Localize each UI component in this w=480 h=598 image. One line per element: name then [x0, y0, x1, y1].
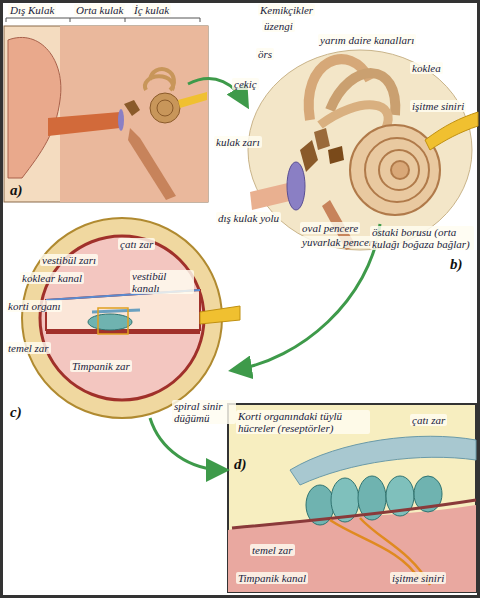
panel-letter: d) [232, 456, 249, 472]
part-label: İç kulak [132, 4, 171, 16]
part-label: yarım daire kanalları [318, 34, 416, 46]
part-label: işitme siniri [410, 100, 466, 112]
part-label: üzengi [262, 20, 295, 32]
part-label: Dış Kulak [8, 4, 56, 16]
part-label: Timpanik zar [70, 360, 132, 372]
part-label: Korti organındaki tüylü hücreler (resept… [236, 410, 370, 434]
part-label: yuvarlak pencere [300, 236, 380, 248]
part-label: örs [256, 48, 274, 60]
part-label: çatı zar [410, 414, 447, 426]
part-label: koklear kanal [20, 272, 84, 284]
part-label: çekiç [232, 78, 259, 90]
part-label: korti organı [6, 300, 62, 312]
part-label: Timpanik kanal [236, 572, 308, 584]
part-label: temel zar [250, 544, 295, 556]
part-label: işitme siniri [390, 572, 446, 584]
part-label: Kemikçikler [258, 4, 315, 16]
part-label: östaki borusu (orta kulağı boğaza bağlar… [370, 226, 474, 250]
part-label: vestibül zarı [40, 254, 98, 266]
part-label: oval pencere [300, 222, 360, 234]
part-label: spiral sinir düğümü [172, 400, 236, 424]
part-label: Orta kulak [74, 4, 125, 16]
part-label: koklea [410, 62, 443, 74]
panel-letter: c) [8, 404, 24, 420]
part-label: kulak zarı [214, 136, 262, 148]
panel-letter: b) [448, 256, 465, 272]
part-label: dış kulak yolu [216, 212, 281, 224]
part-label: vestibül kanalı [130, 270, 194, 294]
part-label: temel zar [6, 342, 51, 354]
panel-letter: a) [8, 182, 25, 198]
part-label: çatı zar [118, 238, 155, 250]
